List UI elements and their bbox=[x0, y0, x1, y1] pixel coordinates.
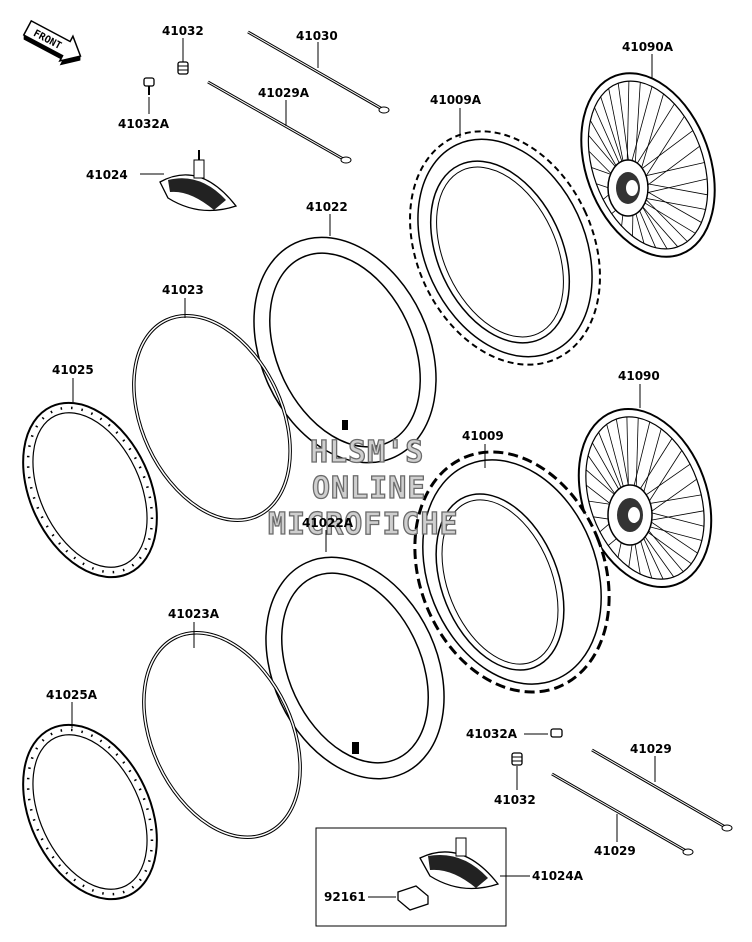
nut-icon bbox=[397, 885, 429, 911]
front-wheel-icon bbox=[580, 72, 716, 258]
part-label-41022: 41022 bbox=[306, 200, 348, 214]
front-tire-icon bbox=[409, 130, 601, 366]
part-label-41009A: 41009A bbox=[430, 93, 482, 107]
sub-assembly-box bbox=[315, 827, 507, 927]
part-label-41032: 41032 bbox=[494, 793, 536, 807]
rear-wheel-icon bbox=[577, 407, 713, 589]
watermark-line: MICROFICHE bbox=[268, 507, 459, 542]
rim-icon bbox=[22, 723, 158, 901]
inner-tube-icon bbox=[265, 556, 445, 780]
front-arrow-icon: FRONT bbox=[22, 19, 82, 66]
part-label-41090: 41090 bbox=[618, 369, 660, 383]
valve-core-icon bbox=[550, 728, 563, 738]
valve-cap-icon bbox=[177, 61, 189, 75]
rim-band-icon bbox=[132, 313, 292, 523]
part-label-41029: 41029 bbox=[594, 844, 636, 858]
valve-cap-icon bbox=[511, 752, 523, 766]
spoke-icon bbox=[247, 30, 390, 114]
spoke-icon bbox=[551, 772, 694, 856]
rim-lock-icon bbox=[159, 150, 238, 212]
part-label-41090A: 41090A bbox=[622, 40, 674, 54]
part-label-41023: 41023 bbox=[162, 283, 204, 297]
watermark: HLSM'S ONLINE MICROFICHE bbox=[267, 434, 459, 542]
part-label-41025: 41025 bbox=[52, 363, 94, 377]
spoke-icon bbox=[591, 748, 733, 832]
inner-tube-icon bbox=[253, 236, 437, 464]
part-label-41024A: 41024A bbox=[532, 869, 584, 883]
rim-lock-icon bbox=[419, 837, 500, 890]
part-labels: 41032 41032A 41030 41029A 41024 41009A 4… bbox=[46, 24, 674, 904]
rim-band-icon bbox=[142, 630, 302, 840]
rim-icon bbox=[22, 401, 158, 579]
part-label-41009: 41009 bbox=[462, 429, 504, 443]
part-label-41025A: 41025A bbox=[46, 688, 98, 702]
part-label-41032A: 41032A bbox=[466, 727, 518, 741]
part-label-41029: 41029 bbox=[630, 742, 672, 756]
rear-tire-icon bbox=[413, 450, 611, 694]
valve-core-icon bbox=[143, 77, 155, 95]
part-label-41023A: 41023A bbox=[168, 607, 220, 621]
watermark-line: HLSM'S bbox=[310, 435, 424, 470]
part-label-92161: 92161 bbox=[324, 890, 366, 904]
part-label-41024: 41024 bbox=[86, 168, 128, 182]
part-label-41032: 41032 bbox=[162, 24, 204, 38]
watermark-line: ONLINE bbox=[312, 471, 426, 506]
part-label-41032A: 41032A bbox=[118, 117, 170, 131]
spoke-icon bbox=[207, 80, 352, 164]
leader-lines bbox=[71, 38, 656, 898]
part-label-41029A: 41029A bbox=[258, 86, 310, 100]
part-label-41030: 41030 bbox=[296, 29, 338, 43]
part-label-41022A: 41022A bbox=[302, 516, 354, 530]
